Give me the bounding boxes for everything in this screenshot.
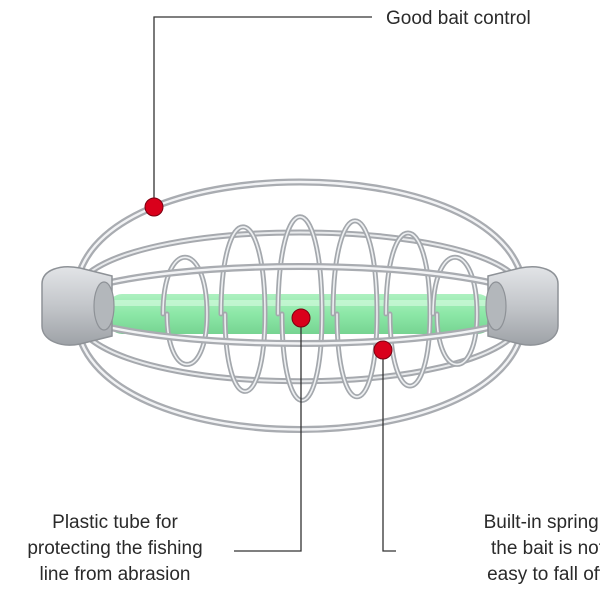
marker-top	[144, 197, 164, 217]
spring-coil-highlight	[385, 232, 431, 387]
callout-markers	[144, 197, 393, 360]
spring-coil-highlight	[162, 256, 208, 366]
spring-coils	[160, 214, 480, 403]
marker-spring	[373, 340, 393, 360]
callout-text-line: Good bait control	[386, 8, 531, 29]
right-end-cap	[485, 266, 559, 346]
leader-line-left	[234, 318, 302, 552]
left-end-cap	[41, 266, 115, 346]
callout-built-in-spring: Built-in spring, the bait is not easy to…	[396, 510, 600, 588]
callout-text-line: protecting the fishing	[27, 538, 203, 559]
spring-coil-highlight	[332, 220, 378, 398]
callout-text-line: Built-in spring,	[483, 512, 600, 533]
callout-bait-control: Good bait control	[386, 6, 531, 32]
callout-text-line: the bait is not	[490, 538, 600, 559]
leader-line-top	[153, 16, 372, 207]
spring-coil-highlight	[432, 256, 478, 366]
callout-plastic-tube: Plastic tube for protecting the fishing …	[4, 510, 226, 588]
cage-outer-wires	[72, 178, 528, 433]
spring-coil-highlight	[277, 216, 323, 401]
spring-coil-highlight	[220, 226, 266, 393]
leader-line-right	[382, 350, 396, 552]
callout-text-line: easy to fall off	[487, 564, 600, 585]
callout-text-line: Plastic tube for	[52, 512, 178, 533]
leader-lines	[153, 16, 396, 552]
cage-back-wires	[75, 229, 525, 385]
marker-tube	[291, 308, 311, 328]
callout-text-line: line from abrasion	[39, 564, 191, 585]
